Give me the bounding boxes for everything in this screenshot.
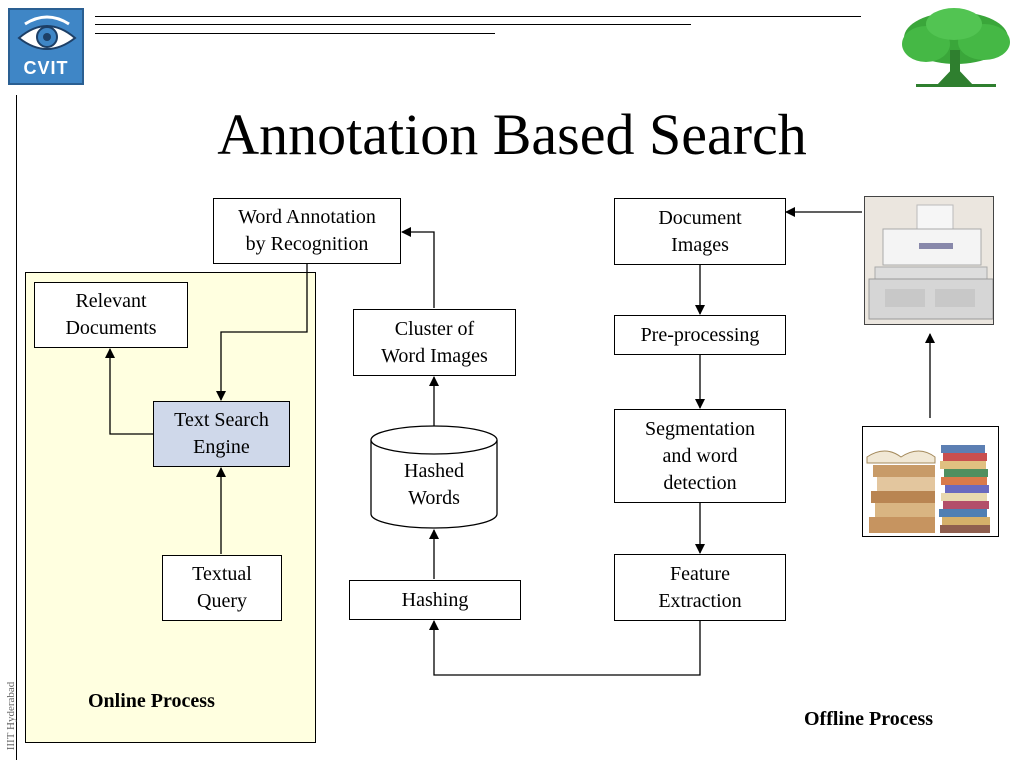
preprocessing-box: Pre-processing — [614, 315, 786, 355]
header-rule-2 — [95, 24, 691, 25]
hashing-box: Hashing — [349, 580, 521, 620]
cluster-word-images-box: Cluster of Word Images — [353, 309, 516, 376]
textual-query-box: Textual Query — [162, 555, 282, 621]
online-process-panel — [25, 272, 316, 743]
word-annotation-box: Word Annotation by Recognition — [213, 198, 401, 264]
feature-extraction-box: Feature Extraction — [614, 554, 786, 621]
arrow-cluster-to-annotation — [401, 227, 435, 308]
eye-icon — [17, 15, 77, 50]
left-rule — [16, 95, 17, 760]
logo-text: CVIT — [23, 58, 69, 78]
arrow-feature-to-hashing — [429, 620, 701, 676]
page-title: Annotation Based Search — [217, 102, 807, 167]
online-process-label: Online Process — [88, 690, 215, 712]
cvit-logo: CVIT — [8, 8, 84, 85]
relevant-documents-box: Relevant Documents — [34, 282, 188, 348]
header-rule-3 — [95, 33, 495, 34]
books-image — [862, 426, 999, 537]
text-search-engine-box: Text Search Engine — [153, 401, 290, 467]
hashed-words-cylinder — [370, 425, 498, 529]
offline-process-label: Offline Process — [804, 708, 934, 730]
scanner-image — [864, 196, 994, 325]
segmentation-box: Segmentation and word detection — [614, 409, 786, 503]
tree-icon — [902, 8, 1010, 87]
document-images-box: Document Images — [614, 198, 786, 265]
arrow-engine-to-relevant — [105, 348, 153, 435]
arrow-annotation-to-engine — [216, 264, 308, 401]
hashed-words-label: Hashed Words — [404, 460, 464, 509]
header-rule-1 — [95, 16, 861, 17]
